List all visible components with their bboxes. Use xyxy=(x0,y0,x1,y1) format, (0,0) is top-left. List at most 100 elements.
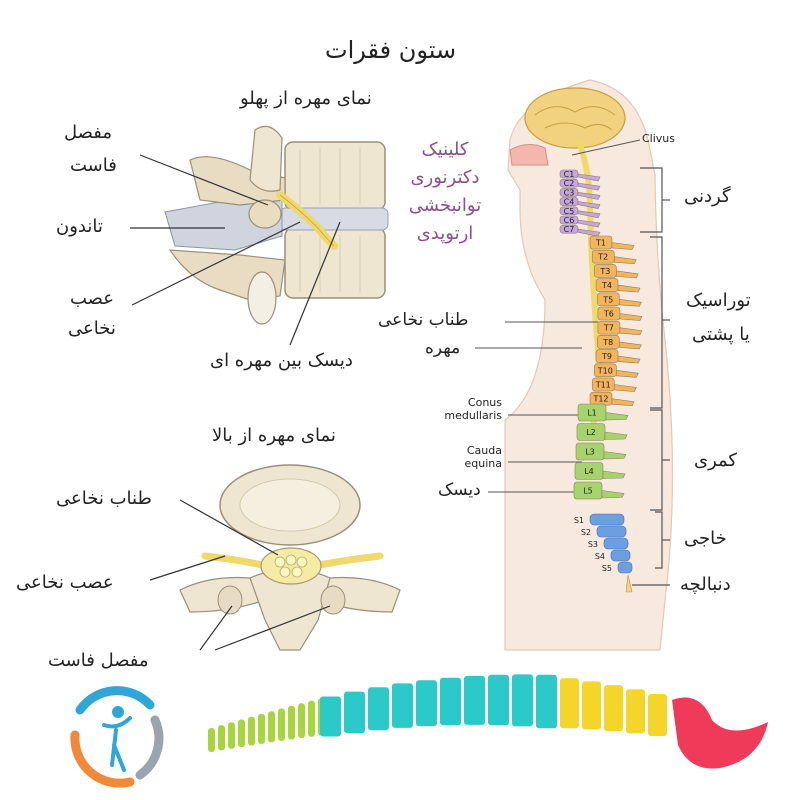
top-view-heading: نمای مهره از بالا xyxy=(212,425,336,446)
band-sacrum xyxy=(672,698,768,769)
thoracic-vertebra-label: T2 xyxy=(597,253,608,262)
conus-label: Conus medullaris xyxy=(440,396,502,422)
band-vertebra xyxy=(648,694,667,736)
thoracic-region-label-line2: یا پشتی xyxy=(692,324,750,345)
band-vertebra xyxy=(464,676,485,725)
lumbar-vertebra-label: L2 xyxy=(586,428,596,437)
band-vertebra xyxy=(604,685,623,731)
thoracic-vertebra-label: T3 xyxy=(599,267,610,276)
cervical-vertebra-label: C6 xyxy=(564,216,575,225)
thoracic-spinous-process xyxy=(619,299,641,306)
sacral-vertebra-label: S4 xyxy=(595,552,605,561)
clinic-line2: دکترنوری xyxy=(395,164,495,192)
conus-line2: medullaris xyxy=(440,409,502,422)
clinic-name: کلینیک دکترنوری توانبخشی ارتوپدی xyxy=(395,136,495,248)
lumbar-vertebra-label: L4 xyxy=(584,467,594,476)
thoracic-vertebra-label: T8 xyxy=(602,338,613,347)
band-vertebra xyxy=(512,674,533,726)
band-vertebra xyxy=(536,675,557,729)
thoracic-vertebra-label: T6 xyxy=(603,310,614,319)
top-spinal-cord-label: طناب نخاعی xyxy=(56,488,152,509)
sacral-vertebra xyxy=(618,562,632,573)
thoracic-spinous-process xyxy=(614,385,636,392)
coccyx-region-label: دنبالچه xyxy=(680,574,731,595)
thoracic-vertebra-label: T4 xyxy=(601,281,612,290)
cervical-vertebra-label: C5 xyxy=(564,207,575,216)
facet-joint-label-line2: فاست xyxy=(70,155,117,176)
cauda-line2: equina xyxy=(440,457,502,470)
thoracic-vertebra-label: T1 xyxy=(595,239,606,248)
thoracic-vertebra-label: T9 xyxy=(601,352,612,361)
nerve-label-line2: نخاعی xyxy=(68,318,116,339)
side-view-heading: نمای مهره از پهلو xyxy=(240,88,372,109)
cervical-spinous-process xyxy=(578,192,600,199)
thoracic-region-label-line1: توراسیک xyxy=(686,290,751,311)
sacral-vertebra xyxy=(590,514,624,525)
lumbar-spinous-process xyxy=(605,432,627,440)
band-vertebra xyxy=(488,675,509,726)
thoracic-spinous-process xyxy=(616,271,638,278)
tendon-label: تاندون xyxy=(56,216,103,237)
top-spinal-nerve-label: عصب نخاعی xyxy=(16,572,114,593)
thoracic-vertebra-label: T7 xyxy=(603,324,614,333)
thoracic-spinous-process xyxy=(614,257,636,264)
thoracic-spinous-process xyxy=(612,243,634,250)
clivus-label: Clivus xyxy=(642,132,675,145)
cervical-spinous-process xyxy=(578,220,600,227)
cervical-vertebra-label: C1 xyxy=(564,170,575,179)
sacral-vertebra xyxy=(604,538,628,549)
sacral-region-label: خاجی xyxy=(684,528,727,549)
thoracic-spinous-process xyxy=(618,285,640,292)
cervical-vertebra-label: C2 xyxy=(564,179,575,188)
coccyx-bone xyxy=(626,575,632,592)
cervical-spinous-process xyxy=(578,202,600,209)
lumbar-spinous-process xyxy=(604,452,626,460)
thoracic-spinous-process xyxy=(618,356,640,363)
thoracic-spinous-process xyxy=(620,328,642,335)
sacral-vertebra xyxy=(611,550,630,561)
band-vertebra xyxy=(298,703,305,738)
band-vertebra xyxy=(278,708,285,740)
sacral-vertebra-label: S2 xyxy=(581,528,591,537)
band-vertebra xyxy=(560,678,579,728)
thoracic-spinous-process xyxy=(612,399,634,406)
sacral-vertebra-label: S1 xyxy=(574,516,584,525)
lumbar-region-label: کمری xyxy=(694,450,737,471)
lumbar-spinous-process xyxy=(606,413,628,421)
spine-cord-label: طناب نخاعی xyxy=(378,310,468,330)
cervical-spinous-process xyxy=(578,183,600,190)
band-vertebra xyxy=(320,696,341,736)
nerve-label-line1: عصب xyxy=(70,288,114,309)
band-vertebra xyxy=(228,722,235,748)
lumbar-vertebra-label: L5 xyxy=(583,487,593,496)
cauda-label: Cauda equina xyxy=(440,444,502,470)
sacral-vertebra-label: S5 xyxy=(602,564,612,573)
band-vertebra xyxy=(248,717,255,746)
cervical-spinous-process xyxy=(578,174,600,181)
lumbar-spinous-process xyxy=(603,471,625,479)
sacral-vertebra-label: S3 xyxy=(588,540,598,549)
cauda-line1: Cauda xyxy=(440,444,502,457)
conus-line1: Conus xyxy=(440,396,502,409)
thoracic-spinous-process xyxy=(619,342,641,349)
band-vertebra xyxy=(288,706,295,740)
thoracic-vertebra-label: T5 xyxy=(602,295,613,304)
band-vertebra xyxy=(238,719,245,747)
sacral-vertebra xyxy=(597,526,626,537)
clinic-line4: ارتوپدی xyxy=(395,220,495,248)
page-title: ستون فقرات xyxy=(325,36,456,64)
cervical-vertebra-label: C4 xyxy=(564,198,575,207)
facet-joint-label-line1: مفصل xyxy=(64,122,112,143)
band-vertebra xyxy=(308,701,315,737)
cervical-spinous-process xyxy=(578,211,600,218)
band-vertebra xyxy=(368,687,389,730)
cervical-vertebra-label: C3 xyxy=(564,188,575,197)
disc-label: دیسک بین مهره ای xyxy=(210,350,353,371)
band-vertebra xyxy=(626,689,645,733)
lumbar-spinous-process xyxy=(602,491,624,499)
lumbar-vertebra-label: L3 xyxy=(585,448,595,457)
clinic-line1: کلینیک xyxy=(395,136,495,164)
cervical-spinous-process xyxy=(578,229,600,236)
band-vertebra xyxy=(218,725,225,750)
